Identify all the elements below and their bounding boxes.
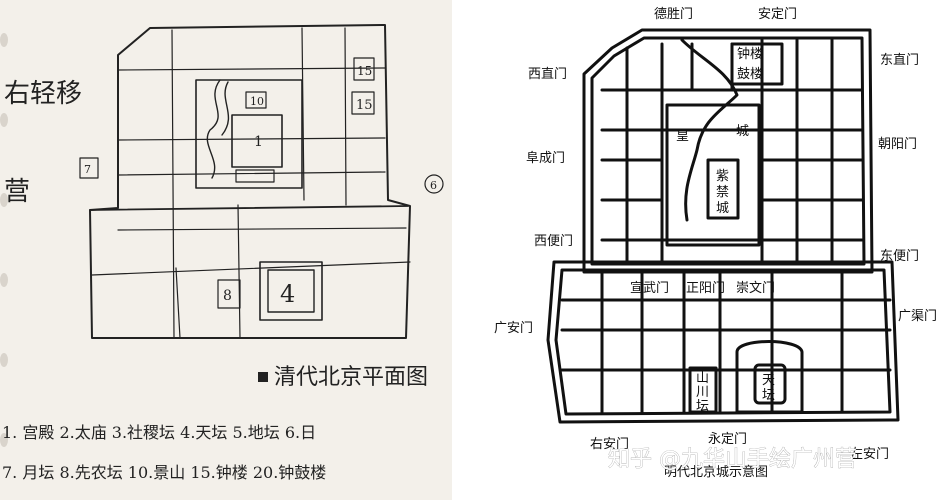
agriculture-altar-box: [217, 279, 241, 309]
imperial-river: [206, 79, 230, 179]
temple-of-heaven: [735, 340, 804, 414]
temple-of-heaven-box: [259, 261, 323, 321]
margin-text: 右轻移: [4, 79, 82, 109]
gate-label: 东直门: [880, 53, 919, 68]
gate-label: 西便门: [534, 234, 573, 249]
gate-label: 德胜门: [654, 7, 693, 22]
plot-number: 15: [356, 98, 373, 113]
margin-text: 营: [4, 177, 30, 207]
plot-number: 10: [250, 95, 264, 108]
landmark-label: 城: [736, 124, 749, 139]
gate-label: 朝阳门: [878, 137, 917, 152]
palace: [231, 114, 283, 168]
landmark-label: 坛: [762, 388, 775, 403]
outer-city-wall-inner: [554, 268, 892, 416]
outer-street-blocks: [560, 268, 892, 414]
temple-of-heaven-inner: [753, 363, 787, 405]
gate-label: 右安门: [590, 437, 629, 452]
bell-drum-tower-block: [730, 42, 784, 86]
plot-number: 7: [84, 163, 91, 176]
imperial-city: [195, 79, 303, 189]
gate-label: 左安门: [850, 447, 889, 462]
landmark-label: 山: [696, 371, 709, 386]
gate-label: 安定门: [758, 7, 797, 22]
inner-street-blocks: [600, 38, 864, 266]
gate-label: 东便门: [880, 249, 919, 264]
landmark-label: 坛: [696, 399, 709, 414]
gate-label: 正阳门: [686, 281, 725, 296]
gate-label: 广渠门: [898, 309, 937, 324]
binder-holes: [0, 33, 8, 447]
forbidden-city: [706, 158, 740, 220]
landmark-label: 紫: [716, 169, 729, 184]
outer-city-outline: [89, 205, 409, 211]
landmark-label: 川: [696, 385, 709, 400]
title-bullet: [258, 372, 268, 382]
temple-of-heaven-inner: [267, 269, 315, 313]
sketch-drawing: 10 1 15 15 7 6 8 4 右轻移 营 清代北京平面图 1. 宫殿 2…: [0, 24, 444, 482]
landmark-label: 城: [716, 201, 729, 216]
sun-altar-circle: [424, 174, 444, 194]
printed-map-panel: 德胜门 安定门 西直门 东直门 朝阳门 阜成门 西便门 东便门 宣武门 正阳门 …: [452, 0, 946, 500]
inner-city-wall: [582, 28, 874, 274]
moon-altar-box: [79, 157, 99, 179]
altars-box: [235, 169, 275, 183]
sketch-title: 清代北京平面图: [274, 365, 428, 390]
landmark-label: 禁: [716, 185, 729, 200]
gate-label: 西直门: [528, 67, 567, 82]
inner-city-wall-inner: [590, 36, 866, 266]
plot-number: 8: [223, 288, 232, 304]
landmark-label: 鼓楼: [737, 67, 763, 82]
gate-label: 阜成门: [526, 150, 565, 166]
plot-number: 4: [280, 280, 295, 308]
legend-line: 1. 宫殿 2.太庙 3.社稷坛 4.天坛 5.地坛 6.日: [2, 423, 316, 442]
hand-sketch-panel: 10 1 15 15 7 6 8 4 右轻移 营 清代北京平面图 1. 宫殿 2…: [0, 0, 452, 500]
gate-label: 宣武门: [630, 280, 669, 296]
landmark-label: 天: [762, 373, 775, 388]
landmark-label: 皇: [676, 129, 689, 144]
plot-number: 1: [254, 134, 263, 150]
shanchuan-altar: [688, 366, 718, 414]
drum-tower-box: [351, 91, 375, 115]
legend-line: 7. 月坛 8.先农坛 10.景山 15.钟楼 20.钟鼓楼: [2, 463, 326, 482]
gate-label: 广安门: [494, 321, 533, 336]
plot-number: 6: [430, 179, 437, 192]
landmark-label: 钟楼: [737, 46, 763, 62]
watermark: 知乎 @九华山手绘广州营: [608, 447, 857, 472]
plot-number: 15: [357, 64, 372, 78]
ming-beijing-map: 德胜门 安定门 西直门 东直门 朝阳门 阜成门 西便门 东便门 宣武门 正阳门 …: [494, 7, 937, 480]
outer-city-wall: [546, 260, 900, 424]
imperial-city: [665, 103, 761, 247]
street-grid: [91, 27, 411, 339]
lake-outline: [680, 38, 739, 222]
gate-label: 崇文门: [736, 281, 775, 296]
gate-label: 永定门: [708, 432, 747, 447]
bell-tower-box: [353, 57, 375, 81]
jingshan-box: [245, 91, 267, 109]
map-caption: 明代北京城示意图: [664, 464, 768, 480]
